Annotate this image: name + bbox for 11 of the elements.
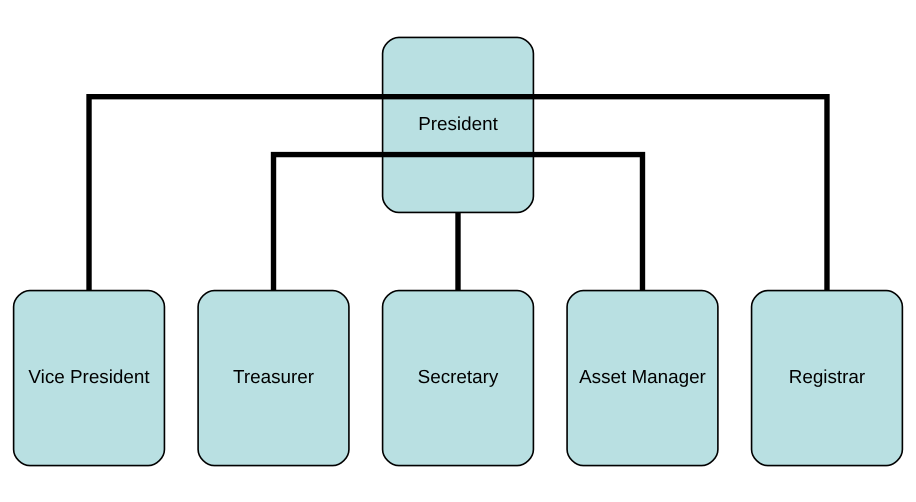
connector <box>455 212 461 290</box>
connector <box>86 93 458 290</box>
node-box: President <box>382 36 534 213</box>
node-box: Registrar <box>750 289 904 466</box>
node-box: Secretary <box>382 289 534 466</box>
node-box: Treasurer <box>197 289 350 466</box>
connector <box>270 151 458 290</box>
connector <box>458 93 830 290</box>
node-box: Asset Manager <box>566 289 719 466</box>
connector <box>458 151 646 290</box>
node-box: Vice President <box>12 289 166 466</box>
